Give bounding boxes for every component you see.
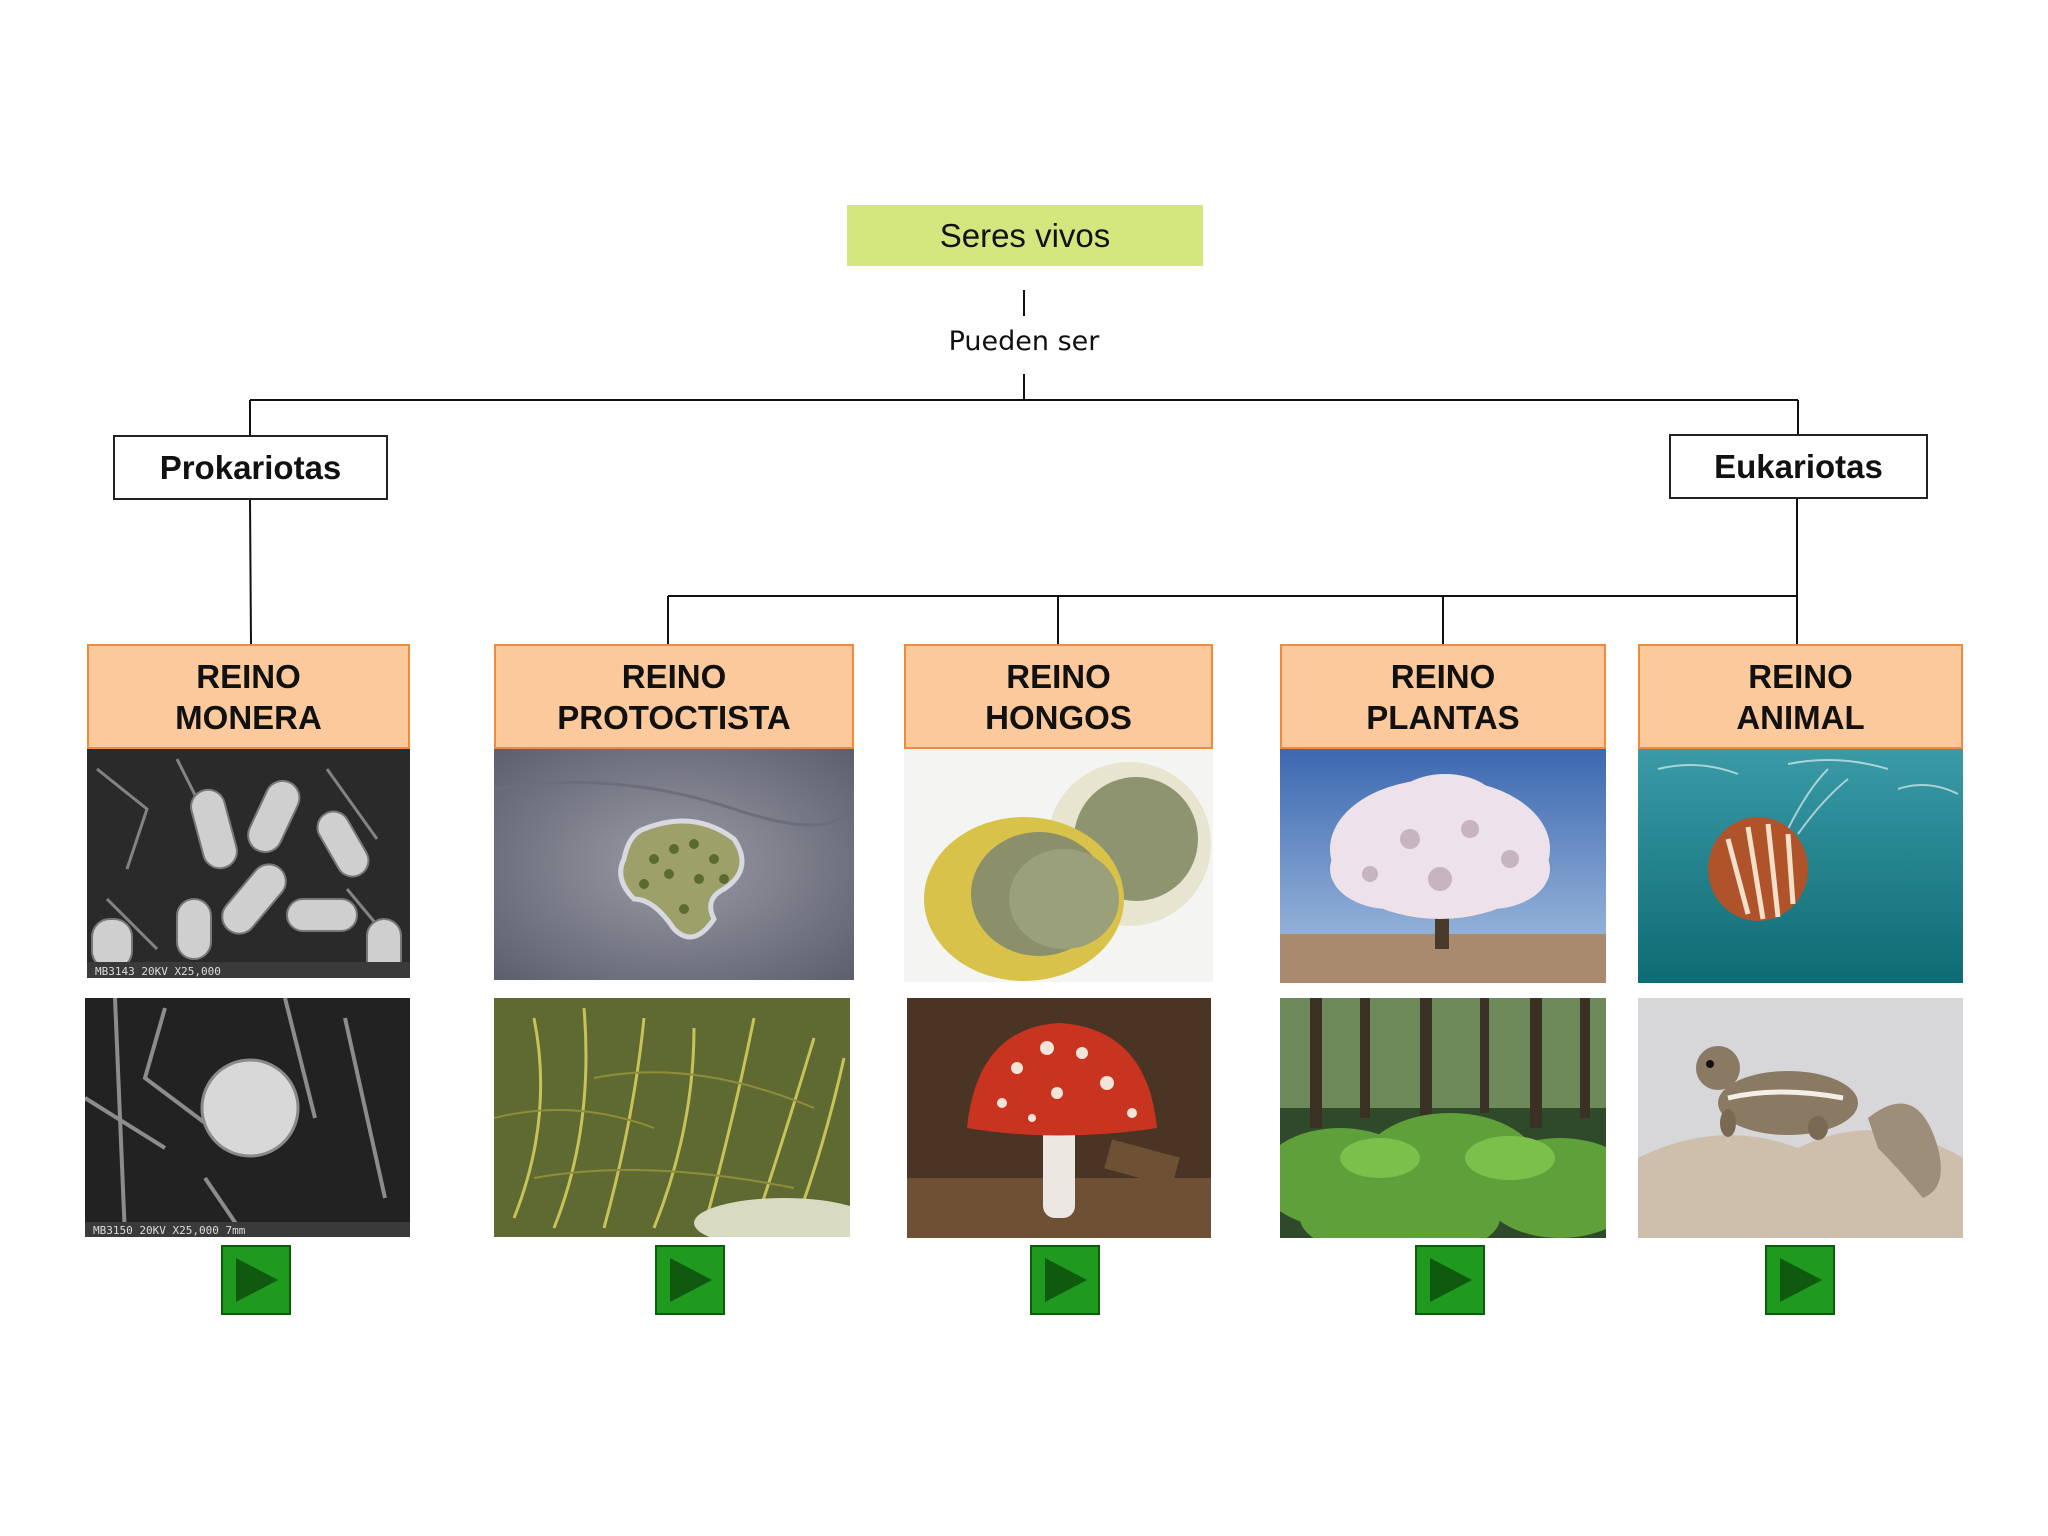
svg-text:MB3143 20KV X25,000: MB3143 20KV X25,000 [95, 965, 221, 978]
play-icon [1045, 1258, 1087, 1302]
play-button-hongos[interactable] [1030, 1245, 1100, 1315]
eukaryotes-node: Eukariotas [1669, 434, 1928, 499]
moldy-lemons-photo [904, 749, 1213, 982]
mushroom-photo [907, 998, 1211, 1238]
bacteria-rods-photo: MB3143 20KV X25,000 [87, 749, 410, 978]
kingdom-label-line1: REINO [196, 657, 301, 695]
kingdom-plantas: REINO PLANTAS [1280, 644, 1606, 749]
kingdom-monera: REINO MONERA [87, 644, 410, 749]
jellyfish-photo [1638, 749, 1963, 983]
play-icon [670, 1258, 712, 1302]
kingdom-label-line2: PLANTAS [1366, 698, 1520, 736]
kingdom-label-line1: REINO [621, 657, 727, 695]
kingdom-label-line1: REINO [1748, 657, 1853, 695]
svg-text:MB3150 20KV X25,000 7mm: MB3150 20KV X25,000 7mm [93, 1224, 246, 1237]
kingdom-hongos: REINO HONGOS [904, 644, 1213, 749]
play-icon [1430, 1258, 1472, 1302]
kingdom-label-line1: REINO [1390, 657, 1496, 695]
play-icon [1780, 1258, 1822, 1302]
play-icon [236, 1258, 278, 1302]
blossom-tree-photo [1280, 749, 1606, 983]
algae-photo [494, 998, 850, 1237]
kingdom-label-line2: ANIMAL [1736, 698, 1865, 736]
kingdom-label-line2: HONGOS [985, 698, 1132, 736]
squirrel-photo [1638, 998, 1963, 1238]
bacteria-coccus-photo: MB3150 20KV X25,000 7mm [85, 998, 410, 1237]
play-button-monera[interactable] [221, 1245, 291, 1315]
prokaryotes-node: Prokariotas [113, 435, 388, 500]
root-label: Seres vivos [939, 216, 1111, 254]
prokaryotes-label: Prokariotas [159, 448, 342, 486]
amoeba-photo [494, 749, 854, 980]
linking-phrase: Pueden ser [948, 326, 1100, 357]
play-button-plantas[interactable] [1415, 1245, 1485, 1315]
play-button-animal[interactable] [1765, 1245, 1835, 1315]
kingdom-label-line1: REINO [1006, 657, 1111, 695]
kingdom-label-line2: MONERA [175, 698, 322, 736]
fern-forest-photo [1280, 998, 1606, 1238]
eukaryotes-label: Eukariotas [1714, 447, 1883, 485]
play-button-protoctista[interactable] [655, 1245, 725, 1315]
root-node: Seres vivos [847, 205, 1203, 266]
kingdom-protoctista: REINO PROTOCTISTA [494, 644, 854, 749]
kingdom-animal: REINO ANIMAL [1638, 644, 1963, 749]
kingdom-label-line2: PROTOCTISTA [557, 698, 791, 736]
